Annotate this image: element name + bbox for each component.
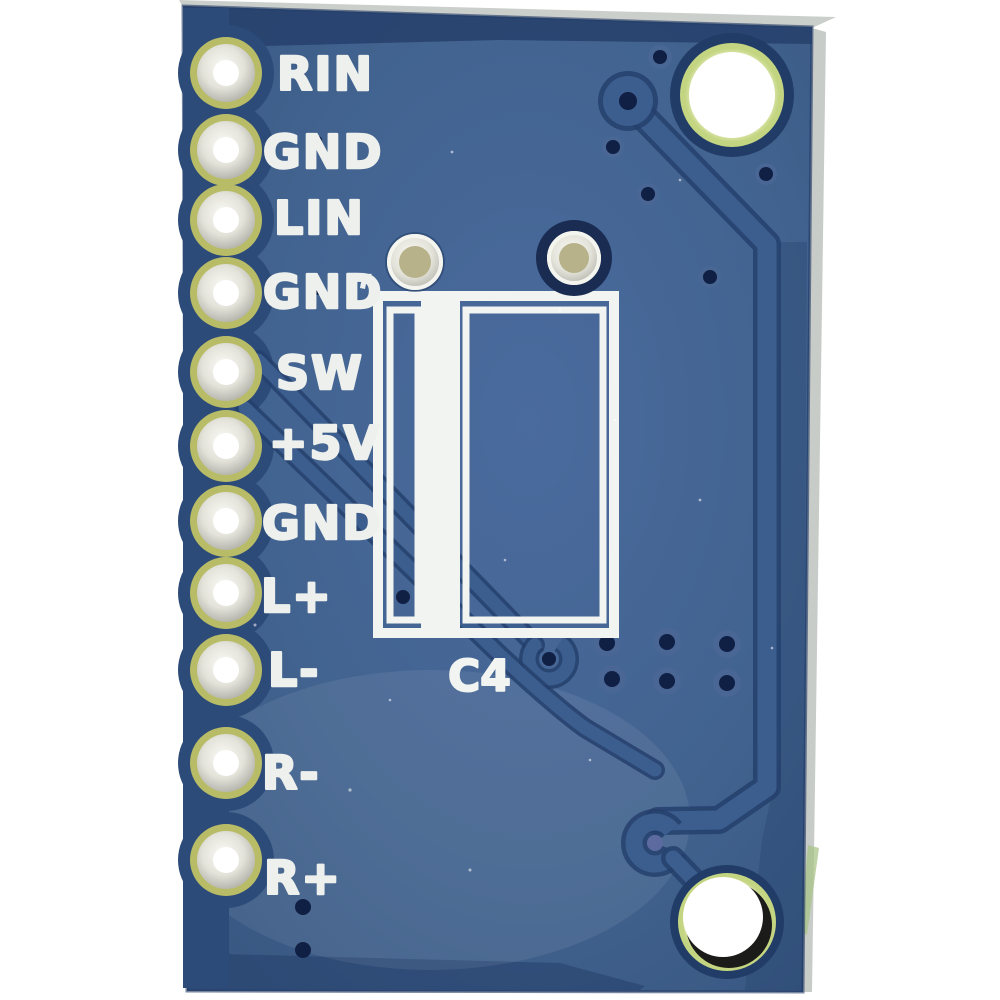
pin-pad-gnd-2 bbox=[190, 257, 262, 329]
mounting-hole-bottom-right bbox=[670, 865, 784, 979]
bottom-shadow-band bbox=[187, 953, 645, 990]
silkscreen-tick bbox=[360, 273, 372, 289]
via-dots bbox=[295, 45, 777, 958]
board-right-edge bbox=[803, 28, 826, 992]
pin-label-lplus: L+ bbox=[261, 569, 333, 623]
pin-label-rplus: R+ bbox=[264, 851, 342, 905]
pin-label-sw: SW bbox=[276, 346, 364, 400]
pin-label-rminus: R- bbox=[262, 746, 321, 800]
pin-pad-gnd-1 bbox=[190, 114, 262, 186]
footprint-polarity-stripe bbox=[421, 296, 460, 633]
pin-label-gnd-1: GND bbox=[263, 125, 383, 179]
via-lavender bbox=[647, 835, 663, 851]
pin-pad-lminus bbox=[190, 634, 262, 706]
top-shadow-band bbox=[183, 6, 812, 48]
footprint-body-outline bbox=[462, 306, 607, 624]
footprint-outline bbox=[373, 291, 619, 638]
pin-label-lminus: L- bbox=[268, 643, 320, 697]
footprint-left-slot bbox=[386, 306, 422, 624]
mounting-hole-top-right bbox=[670, 33, 794, 157]
center-pad-left bbox=[385, 232, 445, 292]
pin-pad-rminus bbox=[190, 727, 262, 799]
pin-label-gnd-2: GND bbox=[263, 265, 383, 319]
pin-pad-rin bbox=[190, 37, 262, 109]
silkscreen-labels: RIN GND LIN GND SW +5V GND L+ L- R- R+ C… bbox=[260, 46, 512, 907]
dust-speckles bbox=[253, 150, 774, 872]
pin-pad-rplus bbox=[190, 824, 262, 896]
right-shadow-band bbox=[745, 242, 807, 990]
light-sheen bbox=[170, 670, 690, 970]
pin-pad-lplus bbox=[190, 557, 262, 629]
pin-label-rin: RIN bbox=[277, 47, 374, 101]
pin-label-gnd-3: GND bbox=[262, 496, 382, 550]
component-designator-c4: C4 bbox=[448, 651, 511, 702]
pin-pad-sw bbox=[190, 336, 262, 408]
pin-label-5v: +5V bbox=[269, 416, 381, 470]
pcb-board: RIN GND LIN GND SW +5V GND L+ L- R- R+ C… bbox=[170, 4, 814, 994]
pin-pads bbox=[190, 37, 262, 896]
copper-traces bbox=[235, 71, 781, 892]
pin-pad-lin bbox=[190, 184, 262, 256]
capacitor-footprint-c4 bbox=[373, 291, 619, 638]
pin-label-lin: LIN bbox=[274, 191, 365, 245]
pin-pad-5v bbox=[190, 410, 262, 482]
pin-pad-gnd-3 bbox=[190, 485, 262, 557]
center-pad-right bbox=[536, 220, 612, 296]
